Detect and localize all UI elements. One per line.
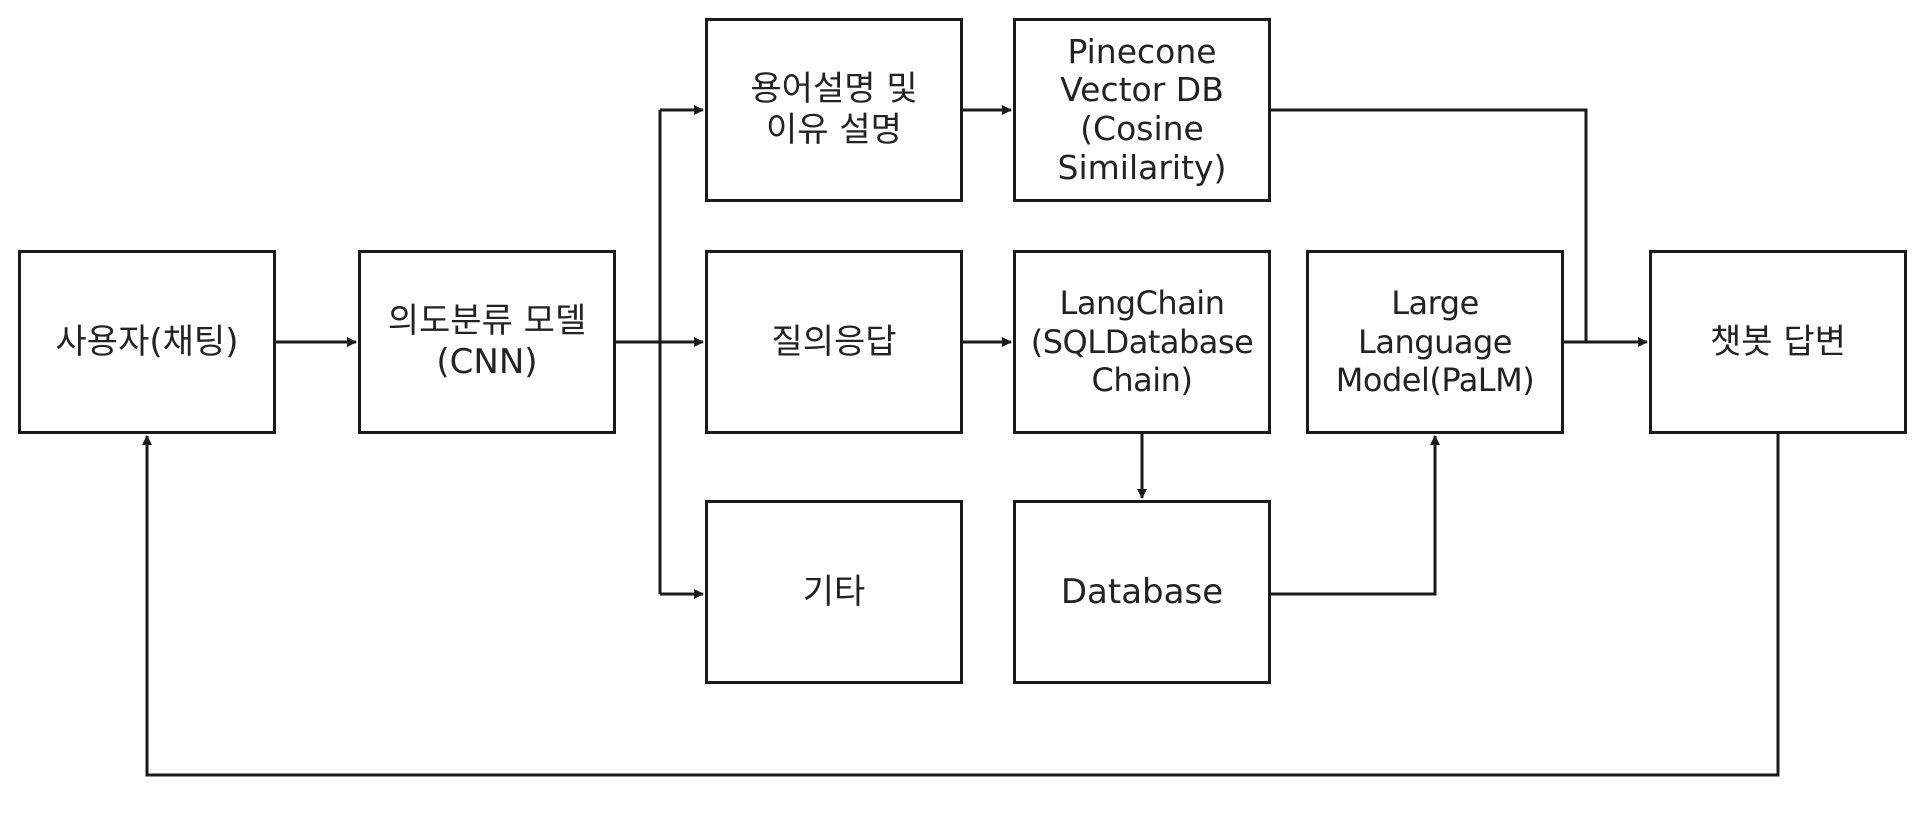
node-chatbot-answer: 챗봇 답변 xyxy=(1649,250,1907,434)
node-etc-label: 기타 xyxy=(802,571,866,612)
node-user-chat: 사용자(채팅) xyxy=(18,250,276,434)
node-pinecone-vector-db: Pinecone Vector DB (Cosine Similarity) xyxy=(1013,18,1271,202)
node-intent-classifier: 의도분류 모델 (CNN) xyxy=(358,250,616,434)
edge-answer-to-user xyxy=(142,434,1780,777)
node-intent-classifier-label: 의도분류 모델 (CNN) xyxy=(387,301,587,382)
node-large-language-model: Large Language Model(PaLM) xyxy=(1306,250,1564,434)
node-langchain-label: LangChain (SQLDatabase Chain) xyxy=(1030,284,1254,400)
node-langchain: LangChain (SQLDatabase Chain) xyxy=(1013,250,1271,434)
node-etc: 기타 xyxy=(705,500,963,684)
edge-database-to-llm xyxy=(1271,435,1440,596)
node-user-chat-label: 사용자(채팅) xyxy=(55,321,239,362)
node-pinecone-vector-db-label: Pinecone Vector DB (Cosine Similarity) xyxy=(1057,31,1227,187)
node-database-label: Database xyxy=(1060,571,1224,612)
edge-pinecone-to-answer xyxy=(1271,108,1588,342)
node-large-language-model-label: Large Language Model(PaLM) xyxy=(1335,284,1535,400)
node-term-explanation: 용어설명 및 이유 설명 xyxy=(705,18,963,202)
node-term-explanation-label: 용어설명 및 이유 설명 xyxy=(750,69,918,150)
node-question-answering: 질의응답 xyxy=(705,250,963,434)
node-database: Database xyxy=(1013,500,1271,684)
node-question-answering-label: 질의응답 xyxy=(771,321,897,362)
node-chatbot-answer-label: 챗봇 답변 xyxy=(1710,321,1846,362)
